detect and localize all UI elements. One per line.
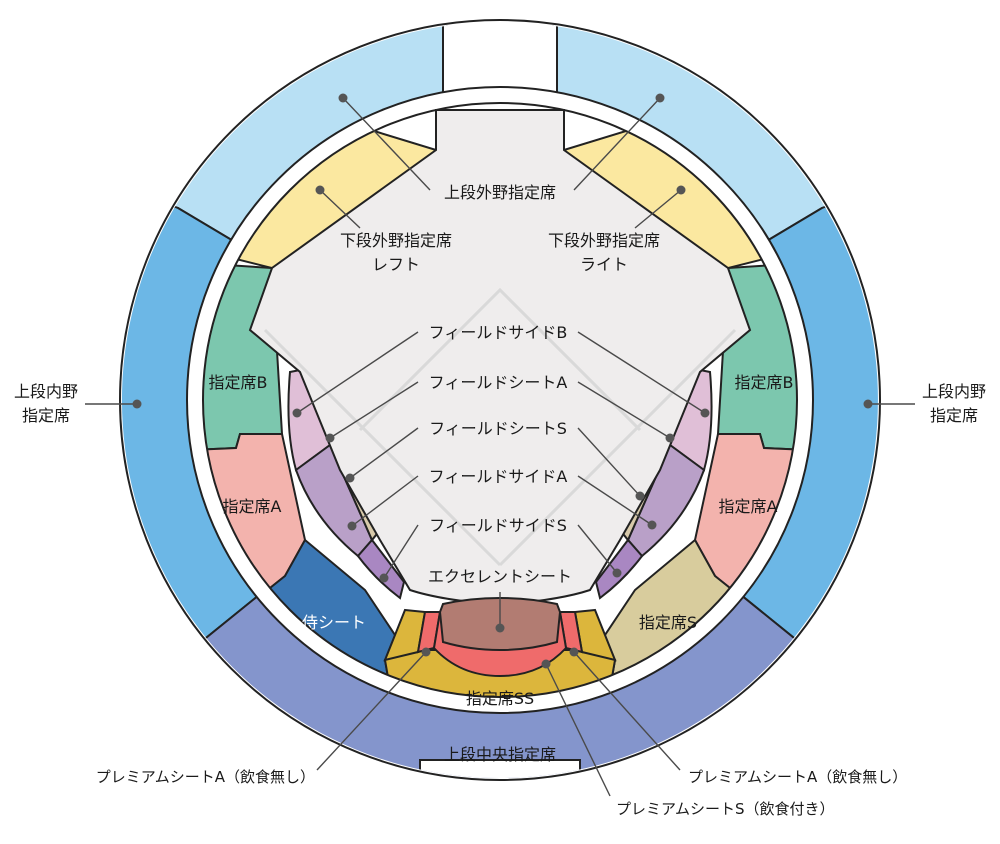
label-shitei-a-left: 指定席A (223, 497, 282, 516)
label-premium-s: プレミアムシートS（飲食付き） (616, 800, 834, 818)
labels: 上段外野指定席 下段外野指定席 レフト 下段外野指定席 ライト 上段内野 指定席… (14, 183, 986, 818)
label-lower-outfield-right-2: ライト (580, 255, 628, 274)
label-lower-outfield-left-1: 下段外野指定席 (340, 231, 452, 250)
label-upper-center: 上段中央指定席 (444, 745, 556, 764)
field-side-s-left-section[interactable] (356, 538, 406, 600)
upper-top-gap (442, 22, 558, 101)
label-premium-a-right: プレミアムシートA（飲食無し） (688, 768, 907, 786)
label-shitei-a-right: 指定席A (719, 497, 778, 516)
label-shitei-b-left: 指定席B (209, 373, 268, 392)
label-premium-a-left: プレミアムシートA（飲食無し） (96, 768, 315, 786)
label-upper-infield-right-2: 指定席 (930, 406, 978, 425)
label-shitei-ss: 指定席SS (466, 689, 534, 708)
label-shitei-s: 指定席S (639, 613, 697, 632)
label-lower-outfield-right-1: 下段外野指定席 (548, 231, 660, 250)
label-field-seat-s: フィールドシートS (429, 419, 567, 438)
label-field-side-b: フィールドサイドB (429, 323, 568, 342)
label-upper-infield-left-2: 指定席 (22, 406, 70, 425)
label-upper-outfield: 上段外野指定席 (444, 183, 556, 202)
upper-center-gap (419, 759, 581, 778)
label-upper-infield-right-1: 上段内野 (922, 382, 986, 401)
leader-lines (85, 93, 915, 797)
field-foul-lines (263, 287, 737, 567)
label-shitei-b-right: 指定席B (735, 373, 794, 392)
label-lower-outfield-left-2: レフト (372, 255, 420, 274)
label-field-side-a: フィールドサイドA (429, 467, 568, 486)
label-field-side-s: フィールドサイドS (429, 516, 567, 535)
label-samurai-seat: 侍シート (302, 613, 366, 632)
label-upper-infield-left-1: 上段内野 (14, 382, 78, 401)
label-excellent-seat: エクセレントシート (428, 567, 572, 586)
label-field-seat-a: フィールドシートA (429, 373, 568, 392)
